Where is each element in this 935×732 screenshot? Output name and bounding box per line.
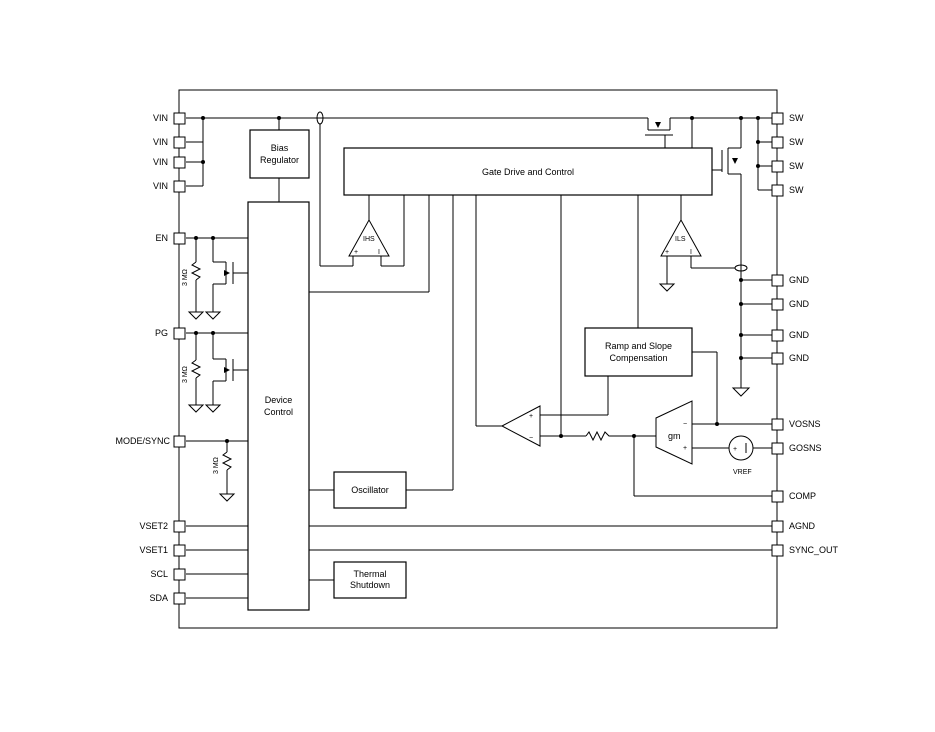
pin-label-sw-2: SW [789,137,804,147]
pin-label-vset2: VSET2 [139,521,168,531]
pin-sw-4 [771,184,784,197]
ihs-label: IHS [363,236,375,243]
pin-scl [173,568,186,581]
thermal-shutdown-label-2: Shutdown [350,580,390,590]
pin-label-gnd-2: GND [789,299,810,309]
en-resistor-label: 3 MΩ [182,269,189,286]
pin-vin-4 [173,180,186,193]
pin-gnd-3 [771,329,784,342]
pg-resistor-label: 3 MΩ [182,366,189,383]
gate-drive-label: Gate Drive and Control [482,167,574,177]
ramp-slope-label-1: Ramp and Slope [605,341,672,351]
comp-resistor [585,430,634,442]
svg-text:−: − [529,435,533,442]
gate-drive-block: Gate Drive and Control [343,147,713,196]
pin-sw-2 [771,136,784,149]
vref-source: + VREF [728,435,775,476]
pin-gosns [771,442,784,455]
svg-text:+: + [529,413,533,420]
pin-label-agnd: AGND [789,521,816,531]
device-control-block: Device Control [247,201,310,611]
pin-label-sync-out: SYNC_OUT [789,545,839,555]
ihs-amplifier: IHS + I [348,195,405,267]
pin-label-vin-1: VIN [153,113,168,123]
pin-label-pg: PG [155,328,168,338]
pin-label-gnd-1: GND [789,275,810,285]
svg-text:+: + [665,249,669,256]
pin-label-vin-2: VIN [153,137,168,147]
bias-regulator-label-1: Bias [271,143,289,153]
svg-text:I: I [378,249,380,256]
ramp-slope-label-2: Compensation [609,353,667,363]
pin-label-sw-4: SW [789,185,804,195]
pin-label-vin-3: VIN [153,157,168,167]
ils-label: ILS [675,236,686,243]
sw-rail [739,116,775,191]
thermal-shutdown-label-1: Thermal [353,569,386,579]
svg-text:I: I [690,249,692,256]
pin-label-scl: SCL [150,569,168,579]
pin-en [173,232,186,245]
oscillator-block: Oscillator [333,471,407,509]
pin-gnd-1 [771,274,784,287]
pwm-comparator: + − [500,376,609,447]
vin-rail [186,111,640,267]
pin-label-gosns: GOSNS [789,443,822,453]
pin-label-sw-3: SW [789,161,804,171]
left-pins: VIN VIN VIN VIN EN PG MODE/SYNC VSET2 VS… [115,112,186,605]
gnd-rail [731,278,775,397]
gate-drive-wiring [309,195,639,491]
pin-sw-1 [771,112,784,125]
pin-label-comp: COMP [789,491,816,501]
pin-label-sw-1: SW [789,113,804,123]
vref-label: VREF [733,469,752,476]
oscillator-label: Oscillator [351,485,389,495]
pin-sw-3 [771,160,784,173]
pin-label-vin-4: VIN [153,181,168,191]
pin-label-vset1: VSET1 [139,545,168,555]
pin-label-gnd-3: GND [789,330,810,340]
device-control-label-2: Control [264,407,293,417]
pin-comp [771,490,784,503]
high-side-fet [640,116,775,150]
pin-vset1 [173,544,186,557]
gm-label: gm [668,431,681,441]
right-pins: SW SW SW SW GND GND GND GND VOSNS GOSNS … [771,112,839,557]
svg-text:+: + [733,446,737,453]
thermal-shutdown-block: Thermal Shutdown [333,561,407,599]
ils-amplifier: ILS + I [658,195,735,292]
pin-label-sda: SDA [149,593,168,603]
pin-label-vosns: VOSNS [789,419,821,429]
pin-sync-out [771,544,784,557]
pin-vosns [771,418,784,431]
pin-vin-2 [173,136,186,149]
pin-gnd-2 [771,298,784,311]
pin-agnd [771,520,784,533]
pin-sda [173,592,186,605]
ramp-slope-block: Ramp and Slope Compensation [584,327,693,377]
digital-lines [186,525,775,599]
en-circuit: 3 MΩ [182,236,248,320]
pg-circuit: 3 MΩ [182,331,248,413]
pin-pg [173,327,186,340]
bias-regulator-block: Bias Regulator [249,129,310,179]
gm-amplifier: gm − + [655,351,775,465]
mode-resistor-label: 3 MΩ [213,457,220,474]
pin-label-en: EN [155,233,168,243]
ihs-plus: + [354,249,358,256]
pin-label-gnd-4: GND [789,353,810,363]
pin-vin-3 [173,156,186,169]
ground-symbol [731,387,751,397]
pin-mode-sync [173,435,186,448]
pin-vin-1 [173,112,186,125]
bias-regulator-label-2: Regulator [260,155,299,165]
pin-label-mode-sync: MODE/SYNC [115,436,170,446]
mode-sync-circuit: 3 MΩ [186,439,248,502]
pin-vset2 [173,520,186,533]
svg-text:−: − [683,421,687,428]
pin-gnd-4 [771,352,784,365]
svg-text:+: + [683,445,687,452]
device-control-label-1: Device [265,395,293,405]
